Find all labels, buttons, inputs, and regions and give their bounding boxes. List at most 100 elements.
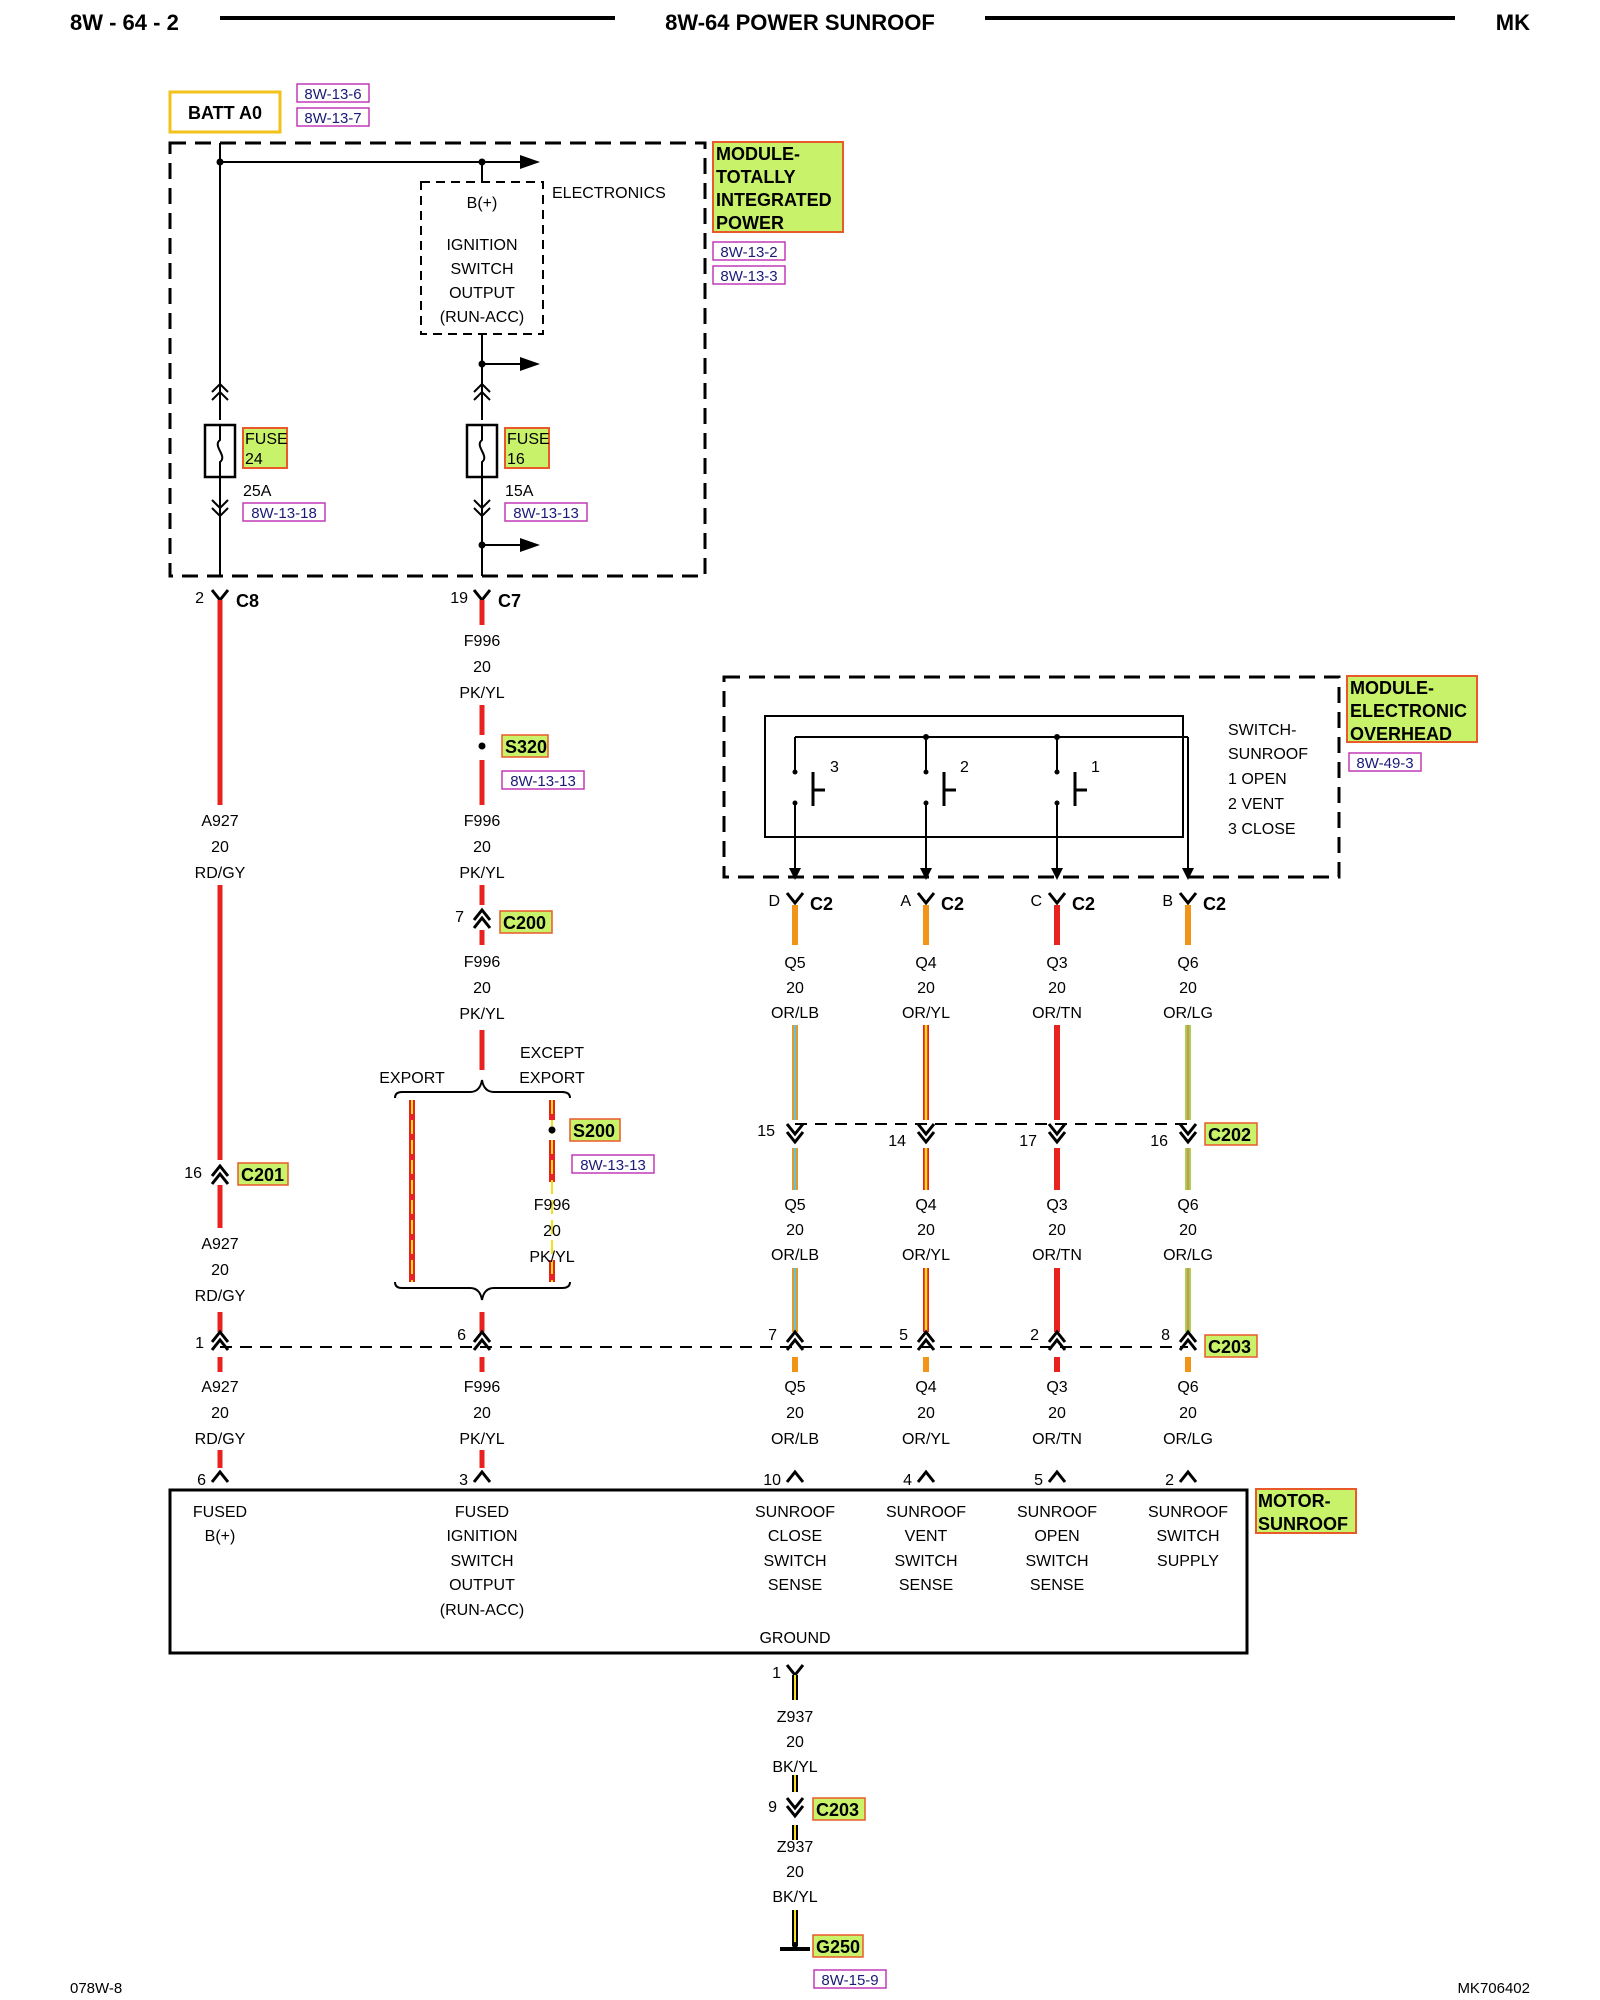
fuse-16-amp: 15A <box>505 483 534 500</box>
fuse-16-label-box <box>504 427 550 469</box>
contact-3-label: 3 <box>830 759 839 776</box>
arrow-icon <box>520 155 540 169</box>
s320-box <box>501 734 549 758</box>
s320-splice-dot <box>478 742 486 750</box>
ref-box[interactable] <box>712 265 786 285</box>
ref-g250[interactable]: 8W-15-9 <box>821 1972 878 1989</box>
q6-label-3: OR/LG <box>1163 1005 1213 1022</box>
motor-name-box <box>1255 1488 1357 1534</box>
c201-connector-icon <box>210 1163 230 1185</box>
fuse-element-icon <box>478 425 486 477</box>
motor-pin-10: 10 <box>763 1472 781 1489</box>
except-export-label-2: EXPORT <box>519 1070 585 1087</box>
motor-ign-3: SWITCH <box>450 1553 513 1570</box>
q6-label-3c: OR/LG <box>1163 1431 1213 1448</box>
ref-overhead[interactable]: 8W-49-3 <box>1356 755 1413 772</box>
c200-name: C200 <box>503 913 546 933</box>
c202-q3-connector-icon <box>1047 1123 1067 1145</box>
f996-label-2c: 20 <box>473 980 491 997</box>
motor-name-1: MOTOR- <box>1258 1491 1331 1511</box>
motor-pin-2: 2 <box>1165 1472 1174 1489</box>
ign-line-4: (RUN-ACC) <box>440 309 524 326</box>
ref-tipm-1[interactable]: 8W-13-2 <box>720 244 777 261</box>
c201-name: C201 <box>241 1165 284 1185</box>
ref-box[interactable] <box>501 770 585 790</box>
ref-s320[interactable]: 8W-13-13 <box>510 773 576 790</box>
export-label: EXPORT <box>379 1070 445 1087</box>
fuse-24-label-1: FUSE <box>245 431 288 448</box>
f996-label-1d: F996 <box>464 1379 501 1396</box>
ref-fuse-24[interactable]: 8W-13-18 <box>251 505 317 522</box>
c2-name-2: C2 <box>941 894 964 914</box>
c202-pin-q4: 14 <box>888 1133 906 1150</box>
f996-label-3: PK/YL <box>459 685 504 702</box>
switch-1-actuator-icon <box>1073 772 1087 806</box>
q3-label-2b: 20 <box>1048 1222 1066 1239</box>
fuse-24-label-2: 24 <box>245 451 263 468</box>
ref-box[interactable] <box>296 83 370 103</box>
ref-box[interactable] <box>504 502 588 522</box>
ref-batt-2[interactable]: 8W-13-7 <box>304 110 361 127</box>
c202-q6-connector-icon <box>1178 1123 1198 1145</box>
ref-box[interactable] <box>571 1154 655 1174</box>
motor-bplus-2: B(+) <box>205 1528 236 1545</box>
page-number: 8W - 64 - 2 <box>70 10 179 35</box>
except-export-label-1: EXCEPT <box>520 1045 584 1062</box>
contact-1-top-icon <box>1054 769 1060 775</box>
sunroof-switch-box <box>764 715 1184 838</box>
q3-label-2c: 20 <box>1048 1405 1066 1422</box>
motor-pin-5: 5 <box>1034 1472 1043 1489</box>
a927-label-2b: 20 <box>211 1262 229 1279</box>
splice-dot <box>1054 734 1060 740</box>
switch-3-actuator-icon <box>811 772 825 806</box>
ref-box[interactable] <box>242 502 326 522</box>
c2-name-3: C2 <box>1072 894 1095 914</box>
a927-label-1b: A927 <box>201 1236 238 1253</box>
ref-box[interactable] <box>1348 752 1422 772</box>
motor-open-3: SWITCH <box>1025 1553 1088 1570</box>
c203-box <box>1204 1334 1258 1358</box>
ref-s200[interactable]: 8W-13-13 <box>580 1157 646 1174</box>
f996-except-label-3: PK/YL <box>529 1249 574 1266</box>
ref-box[interactable] <box>712 241 786 261</box>
f996-label-1c: F996 <box>464 954 501 971</box>
q5-label-1b: Q5 <box>784 1197 805 1214</box>
a927-label-3b: RD/GY <box>195 1288 246 1305</box>
motor-pin-4-icon <box>916 1469 936 1483</box>
c2-a-connector-icon <box>916 892 936 906</box>
export-bracket-top <box>394 1079 571 1099</box>
ref-fuse-16[interactable]: 8W-13-13 <box>513 505 579 522</box>
ign-line-3: OUTPUT <box>449 285 515 302</box>
q5-label-1c: Q5 <box>784 1379 805 1396</box>
overhead-name-2: ELECTRONIC <box>1350 701 1467 721</box>
f996-label-2: 20 <box>473 659 491 676</box>
ref-box[interactable] <box>296 107 370 127</box>
c8-pin: 2 <box>195 590 204 607</box>
arrow-down-icon <box>789 868 801 880</box>
c2-pin-c: C <box>1030 893 1042 910</box>
motor-pin-3: 3 <box>459 1472 468 1489</box>
f996-label-3d: PK/YL <box>459 1431 504 1448</box>
motor-pin-2-icon <box>1178 1469 1198 1483</box>
switch-line-1: SWITCH- <box>1228 722 1296 739</box>
contact-1-label: 1 <box>1091 759 1100 776</box>
ref-batt-1[interactable]: 8W-13-6 <box>304 86 361 103</box>
ground-pin-1-icon <box>785 1664 805 1678</box>
f996-label-1b: F996 <box>464 813 501 830</box>
ref-box[interactable] <box>813 1969 887 1989</box>
contact-2-top-icon <box>923 769 929 775</box>
motor-pin-6: 6 <box>197 1472 206 1489</box>
q3-label-1b: Q3 <box>1046 1197 1067 1214</box>
c202-pin-q5: 15 <box>757 1123 775 1140</box>
q4-label-3: OR/YL <box>902 1005 950 1022</box>
motor-close-4: SENSE <box>768 1577 822 1594</box>
ref-tipm-2[interactable]: 8W-13-3 <box>720 268 777 285</box>
q4-label-1: Q4 <box>915 955 936 972</box>
fuse-24-label-box <box>242 427 288 469</box>
fuse-24-amp: 25A <box>243 483 272 500</box>
q6-label-2b: 20 <box>1179 1222 1197 1239</box>
s200-name: S200 <box>573 1121 615 1141</box>
f996-label-3b: PK/YL <box>459 865 504 882</box>
q3-label-3: OR/TN <box>1032 1005 1082 1022</box>
c203b-pin: 9 <box>768 1799 777 1816</box>
